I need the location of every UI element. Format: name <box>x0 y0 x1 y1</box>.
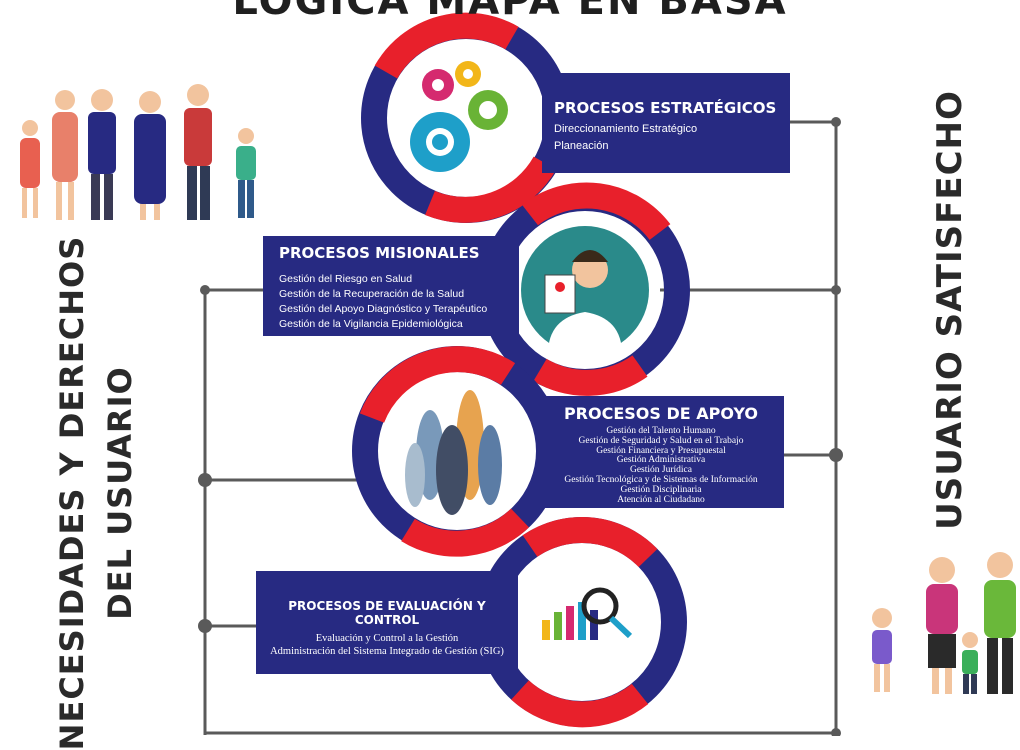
person <box>20 120 40 218</box>
person <box>88 89 116 220</box>
left-label-line2: DEL USUARIO <box>101 366 139 620</box>
person <box>134 91 166 220</box>
process-item: Gestión Administrativa <box>616 455 706 466</box>
process-item: Planeación <box>554 140 609 152</box>
dot <box>831 285 841 295</box>
ring-red-arc <box>359 346 516 424</box>
doctor-icon <box>521 226 649 354</box>
family-satisfied-illustration <box>872 552 1016 694</box>
ring-red-arc <box>533 355 648 396</box>
dot <box>829 448 843 462</box>
team-icon <box>405 390 502 515</box>
process-item: Direccionamiento Estratégico <box>554 123 698 135</box>
process-item: Gestión del Riesgo en Salud <box>279 273 413 285</box>
gears-icon <box>410 61 508 172</box>
family-group-illustration <box>20 84 256 220</box>
dot <box>198 473 212 487</box>
person <box>872 608 892 692</box>
process-item: Gestión Tecnológica y de Sistemas de Inf… <box>564 474 758 485</box>
person <box>184 84 212 220</box>
person <box>236 128 256 218</box>
dot <box>200 285 210 295</box>
ring-red-arc <box>425 156 557 223</box>
page-title: LOGICA MAPA EN BASA <box>232 0 788 24</box>
process-title: PROCESOS ESTRATÉGICOS <box>554 99 777 117</box>
connector-dots <box>198 117 843 736</box>
process-title: PROCESOS DE APOYO <box>563 404 759 423</box>
ring-red-arc <box>511 680 649 728</box>
process-item: Gestión de Seguridad y Salud en el Traba… <box>578 435 744 446</box>
process-item: Gestión de la Vigilancia Epidemiológica <box>279 318 463 330</box>
dot <box>831 117 841 127</box>
right-label: USUARIO SATISFECHO <box>930 90 970 530</box>
person <box>52 90 78 220</box>
dot <box>831 728 841 736</box>
ring-red-arc <box>522 516 658 568</box>
ring-red-arc <box>374 12 519 79</box>
process-item: Gestión Financiera y Presupuestal <box>596 445 726 456</box>
ring-red-arc <box>522 182 671 241</box>
dot <box>198 619 212 633</box>
process-item: Evaluación y Control a la Gestión <box>315 633 459 644</box>
process-item: Gestión de la Recuperación de la Salud <box>279 288 465 300</box>
process-title: PROCESOS DE EVALUACIÓN Y CONTROL <box>288 599 486 627</box>
process-item: Administración del Sistema Integrado de … <box>270 646 504 657</box>
process-box-apoyo: PROCESOS DE APOYO Gestión del Talento Hu… <box>538 396 784 508</box>
process-box-estrategicos: PROCESOS ESTRATÉGICOS Direccionamiento E… <box>542 73 790 173</box>
process-item: Atención al Ciudadano <box>617 494 705 505</box>
process-item: Gestión del Talento Humano <box>606 426 716 436</box>
process-item: Gestión del Apoyo Diagnóstico y Terapéut… <box>279 303 488 315</box>
person <box>926 557 958 694</box>
process-box-misionales: PROCESOS MISIONALES Gestión del Riesgo e… <box>263 236 519 336</box>
process-box-evaluacion: PROCESOS DE EVALUACIÓN Y CONTROL Evaluac… <box>256 571 518 674</box>
left-label-line1: NECESIDADES Y DERECHOS <box>53 235 91 750</box>
person <box>984 552 1016 694</box>
process-item: Gestión Disciplinaria <box>620 484 702 495</box>
person <box>962 632 978 694</box>
process-item: Gestión Jurídica <box>629 465 692 476</box>
ring-red-arc <box>401 508 530 557</box>
process-title: PROCESOS MISIONALES <box>279 244 480 262</box>
chart-magnifier-icon <box>542 587 633 640</box>
